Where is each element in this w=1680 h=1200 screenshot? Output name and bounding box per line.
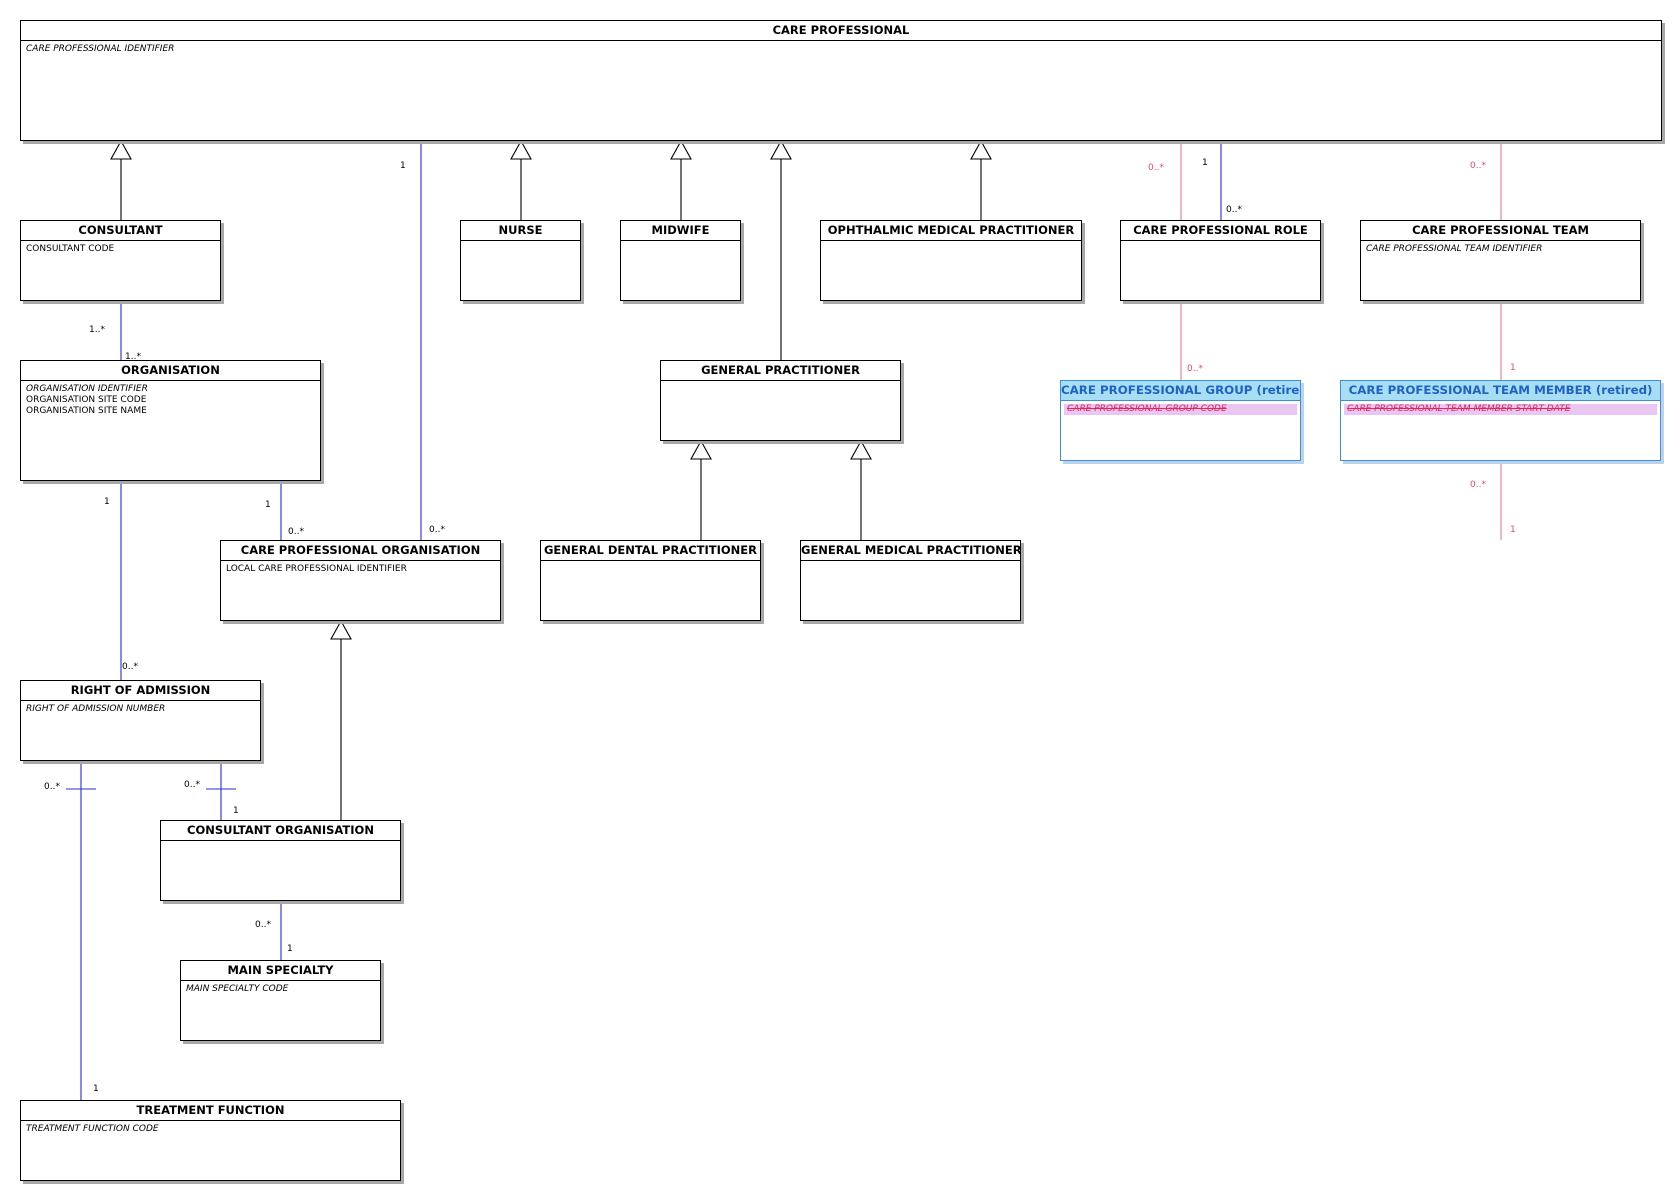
entity-care-professional-group-retired[interactable]: CARE PROFESSIONAL GROUP (retired) CARE P… <box>1060 380 1301 461</box>
multiplicity-label: 1 <box>265 500 271 510</box>
entity-main-specialty[interactable]: MAIN SPECIALTY MAIN SPECIALTY CODE <box>180 960 381 1041</box>
entity-title: RIGHT OF ADMISSION <box>21 681 260 701</box>
entity-title: GENERAL MEDICAL PRACTITIONER <box>801 541 1020 561</box>
multiplicity-label: 0..* <box>1470 161 1486 171</box>
attribute-list <box>541 561 760 564</box>
multiplicity-label: 0..* <box>1226 205 1242 215</box>
attribute-list: CARE PROFESSIONAL TEAM MEMBER START DATE <box>1341 401 1660 415</box>
entity-ophthalmic-medical-practitioner[interactable]: OPHTHALMIC MEDICAL PRACTITIONER <box>820 220 1082 301</box>
multiplicity-label: 1..* <box>125 352 141 362</box>
attribute-list <box>161 841 400 844</box>
inheritance-arrow-icon <box>850 439 872 460</box>
multiplicity-label: 1 <box>233 806 239 816</box>
multiplicity-label: 0..* <box>122 662 138 672</box>
attribute-row: MAIN SPECIALTY CODE <box>186 984 289 994</box>
multiplicity-label: 0..* <box>288 527 304 537</box>
attribute-list <box>621 241 740 244</box>
entity-title: CARE PROFESSIONAL TEAM <box>1361 221 1640 241</box>
entity-general-practitioner[interactable]: GENERAL PRACTITIONER <box>660 360 901 441</box>
entity-general-dental-practitioner[interactable]: GENERAL DENTAL PRACTITIONER <box>540 540 761 621</box>
attribute-list: CARE PROFESSIONAL TEAM IDENTIFIER <box>1361 241 1640 255</box>
attribute-list <box>661 381 900 384</box>
entity-title: MAIN SPECIALTY <box>181 961 380 981</box>
multiplicity-label: 1 <box>287 944 293 954</box>
attribute-list <box>1121 241 1320 244</box>
multiplicity-label: 0..* <box>429 525 445 535</box>
attribute-row: CARE PROFESSIONAL GROUP CODE <box>1064 404 1297 415</box>
entity-title: CARE PROFESSIONAL TEAM MEMBER (retired) <box>1341 381 1660 401</box>
entity-midwife[interactable]: MIDWIFE <box>620 220 741 301</box>
attribute-list <box>821 241 1081 244</box>
multiplicity-label: 1 <box>1510 525 1516 535</box>
multiplicity-label: 1 <box>1510 363 1516 373</box>
attribute-list <box>801 561 1020 564</box>
inheritance-arrow-icon <box>670 139 692 160</box>
entity-right-of-admission[interactable]: RIGHT OF ADMISSION RIGHT OF ADMISSION NU… <box>20 680 261 761</box>
entity-care-professional[interactable]: CARE PROFESSIONAL CARE PROFESSIONAL IDEN… <box>20 20 1662 141</box>
multiplicity-label: 1 <box>1202 158 1208 168</box>
multiplicity-label: 1..* <box>89 325 105 335</box>
multiplicity-label: 0..* <box>184 780 200 790</box>
attribute-list: RIGHT OF ADMISSION NUMBER <box>21 701 260 715</box>
inheritance-arrow-icon <box>110 139 132 160</box>
entity-title: CONSULTANT <box>21 221 220 241</box>
multiplicity-label: 0..* <box>1187 364 1203 374</box>
entity-title: CARE PROFESSIONAL ORGANISATION <box>221 541 500 561</box>
entity-nurse[interactable]: NURSE <box>460 220 581 301</box>
multiplicity-label: 0..* <box>44 782 60 792</box>
attribute-row: CARE PROFESSIONAL TEAM MEMBER START DATE <box>1344 404 1657 415</box>
entity-care-professional-organisation[interactable]: CARE PROFESSIONAL ORGANISATION LOCAL CAR… <box>220 540 501 621</box>
attribute-list: MAIN SPECIALTY CODE <box>181 981 380 995</box>
attribute-row: TREATMENT FUNCTION CODE <box>26 1124 159 1134</box>
attribute-row: RIGHT OF ADMISSION NUMBER <box>26 704 166 714</box>
multiplicity-label: 0..* <box>1148 163 1164 173</box>
attribute-list: LOCAL CARE PROFESSIONAL IDENTIFIER <box>221 561 500 575</box>
entity-title: ORGANISATION <box>21 361 320 381</box>
inheritance-arrow-icon <box>770 139 792 160</box>
entity-title: OPHTHALMIC MEDICAL PRACTITIONER <box>821 221 1081 241</box>
multiplicity-label: 1 <box>93 1084 99 1094</box>
inheritance-arrow-icon <box>330 619 352 640</box>
entity-general-medical-practitioner[interactable]: GENERAL MEDICAL PRACTITIONER <box>800 540 1021 621</box>
multiplicity-label: 0..* <box>255 920 271 930</box>
attribute-list: TREATMENT FUNCTION CODE <box>21 1121 400 1135</box>
entity-title: NURSE <box>461 221 580 241</box>
attribute-list: CARE PROFESSIONAL IDENTIFIER <box>21 41 1661 55</box>
entity-care-professional-team[interactable]: CARE PROFESSIONAL TEAM CARE PROFESSIONAL… <box>1360 220 1641 301</box>
attribute-row: ORGANISATION SITE NAME <box>26 406 147 416</box>
entity-title: GENERAL DENTAL PRACTITIONER <box>541 541 760 561</box>
attribute-row: LOCAL CARE PROFESSIONAL IDENTIFIER <box>226 564 407 574</box>
multiplicity-label: 0..* <box>1470 480 1486 490</box>
multiplicity-label: 1 <box>104 497 110 507</box>
attribute-list: CARE PROFESSIONAL GROUP CODE <box>1061 401 1300 415</box>
attribute-row: ORGANISATION IDENTIFIER <box>26 384 148 394</box>
entity-title: GENERAL PRACTITIONER <box>661 361 900 381</box>
entity-title: TREATMENT FUNCTION <box>21 1101 400 1121</box>
entity-title: CARE PROFESSIONAL GROUP (retired) <box>1061 381 1300 401</box>
entity-care-professional-role[interactable]: CARE PROFESSIONAL ROLE <box>1120 220 1321 301</box>
attribute-row: CARE PROFESSIONAL TEAM IDENTIFIER <box>1366 244 1543 254</box>
inheritance-arrow-icon <box>510 139 532 160</box>
entity-title: CONSULTANT ORGANISATION <box>161 821 400 841</box>
entity-title: CARE PROFESSIONAL ROLE <box>1121 221 1320 241</box>
entity-title: MIDWIFE <box>621 221 740 241</box>
entity-treatment-function[interactable]: TREATMENT FUNCTION TREATMENT FUNCTION CO… <box>20 1100 401 1181</box>
entity-consultant-organisation[interactable]: CONSULTANT ORGANISATION <box>160 820 401 901</box>
attribute-row: ORGANISATION SITE CODE <box>26 395 147 405</box>
entity-consultant[interactable]: CONSULTANT CONSULTANT CODE <box>20 220 221 301</box>
multiplicity-label: 1 <box>400 161 406 171</box>
entity-title: CARE PROFESSIONAL <box>21 21 1661 41</box>
inheritance-arrow-icon <box>970 139 992 160</box>
attribute-list <box>461 241 580 244</box>
inheritance-arrow-icon <box>690 439 712 460</box>
entity-care-professional-team-member-retired[interactable]: CARE PROFESSIONAL TEAM MEMBER (retired) … <box>1340 380 1661 461</box>
attribute-list: CONSULTANT CODE <box>21 241 220 255</box>
attribute-row: CONSULTANT CODE <box>26 244 115 254</box>
attribute-row: CARE PROFESSIONAL IDENTIFIER <box>26 44 175 54</box>
